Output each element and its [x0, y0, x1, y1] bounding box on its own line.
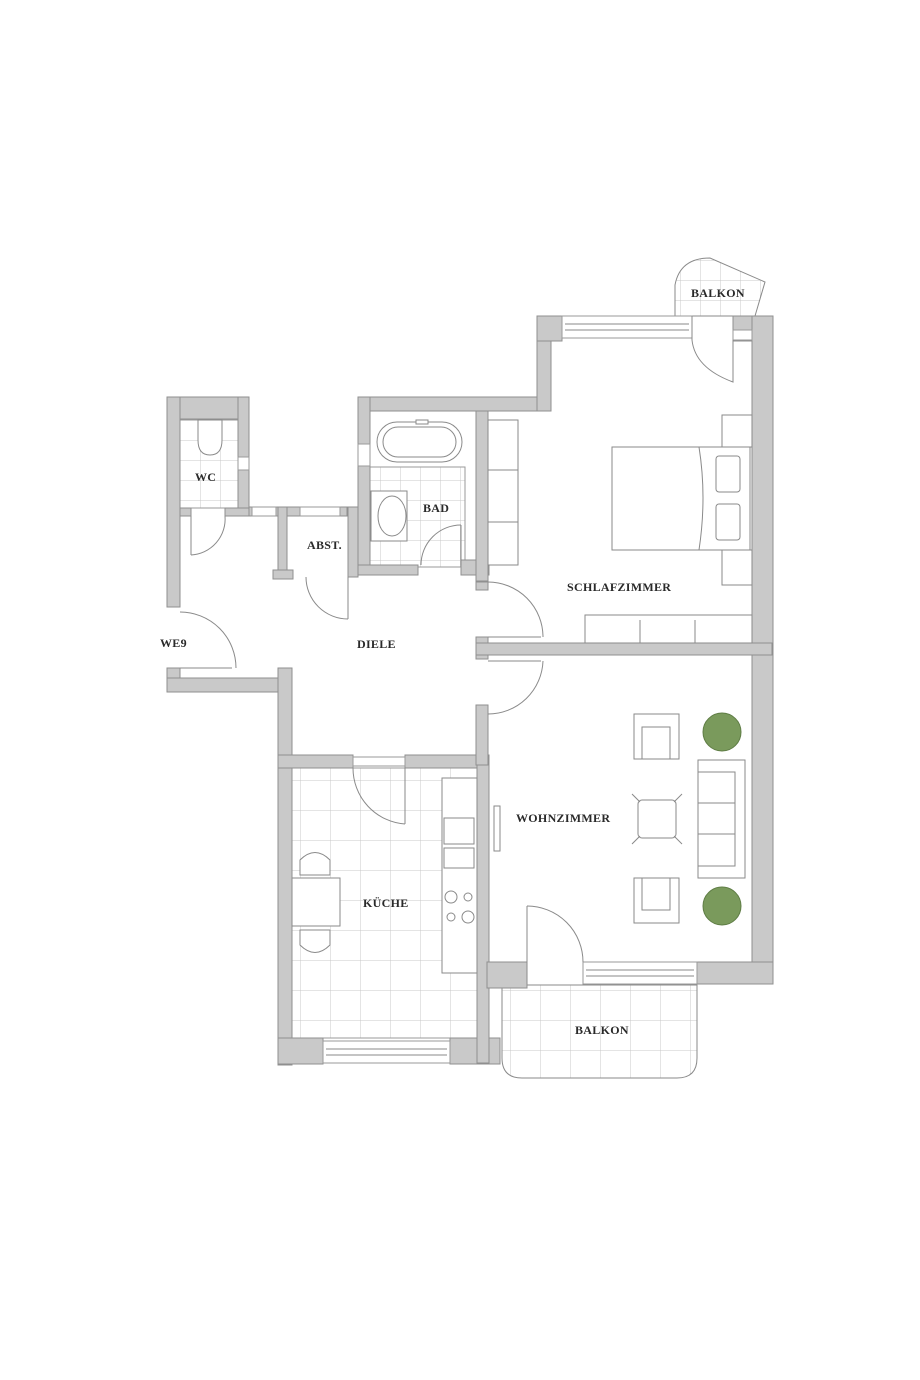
balkon-bottom-floor [501, 984, 698, 1079]
room-label-schlafzimmer: SCHLAFZIMMER [567, 580, 671, 594]
room-label-balkon-bottom: BALKON [575, 1023, 629, 1037]
furniture [197, 414, 753, 974]
plant-icon [702, 712, 742, 752]
room-label-kueche: KÜCHE [363, 896, 409, 910]
plant-icon [702, 886, 742, 926]
windows [237, 315, 753, 1064]
room-labels: WC ABST. BAD SCHLAFZIMMER DIELE WE9 KÜCH… [160, 286, 745, 1037]
toilet-icon [197, 419, 223, 456]
walls [166, 315, 774, 1066]
coffee-table-icon [637, 799, 677, 839]
room-label-diele: DIELE [357, 637, 396, 651]
doors [179, 316, 734, 984]
room-label-wohnzimmer: WOHNZIMMER [516, 811, 610, 825]
room-label-entrance: WE9 [160, 636, 187, 650]
dining-table-icon [291, 877, 341, 927]
room-label-abst: ABST. [307, 538, 342, 552]
kitchen-counter-icon [441, 777, 478, 974]
room-label-balkon-top: BALKON [691, 286, 745, 300]
room-label-bad: BAD [423, 501, 449, 515]
balkon-top-floor [674, 257, 766, 317]
room-label-wc: WC [195, 470, 216, 484]
wardrobe-icon [487, 419, 519, 566]
